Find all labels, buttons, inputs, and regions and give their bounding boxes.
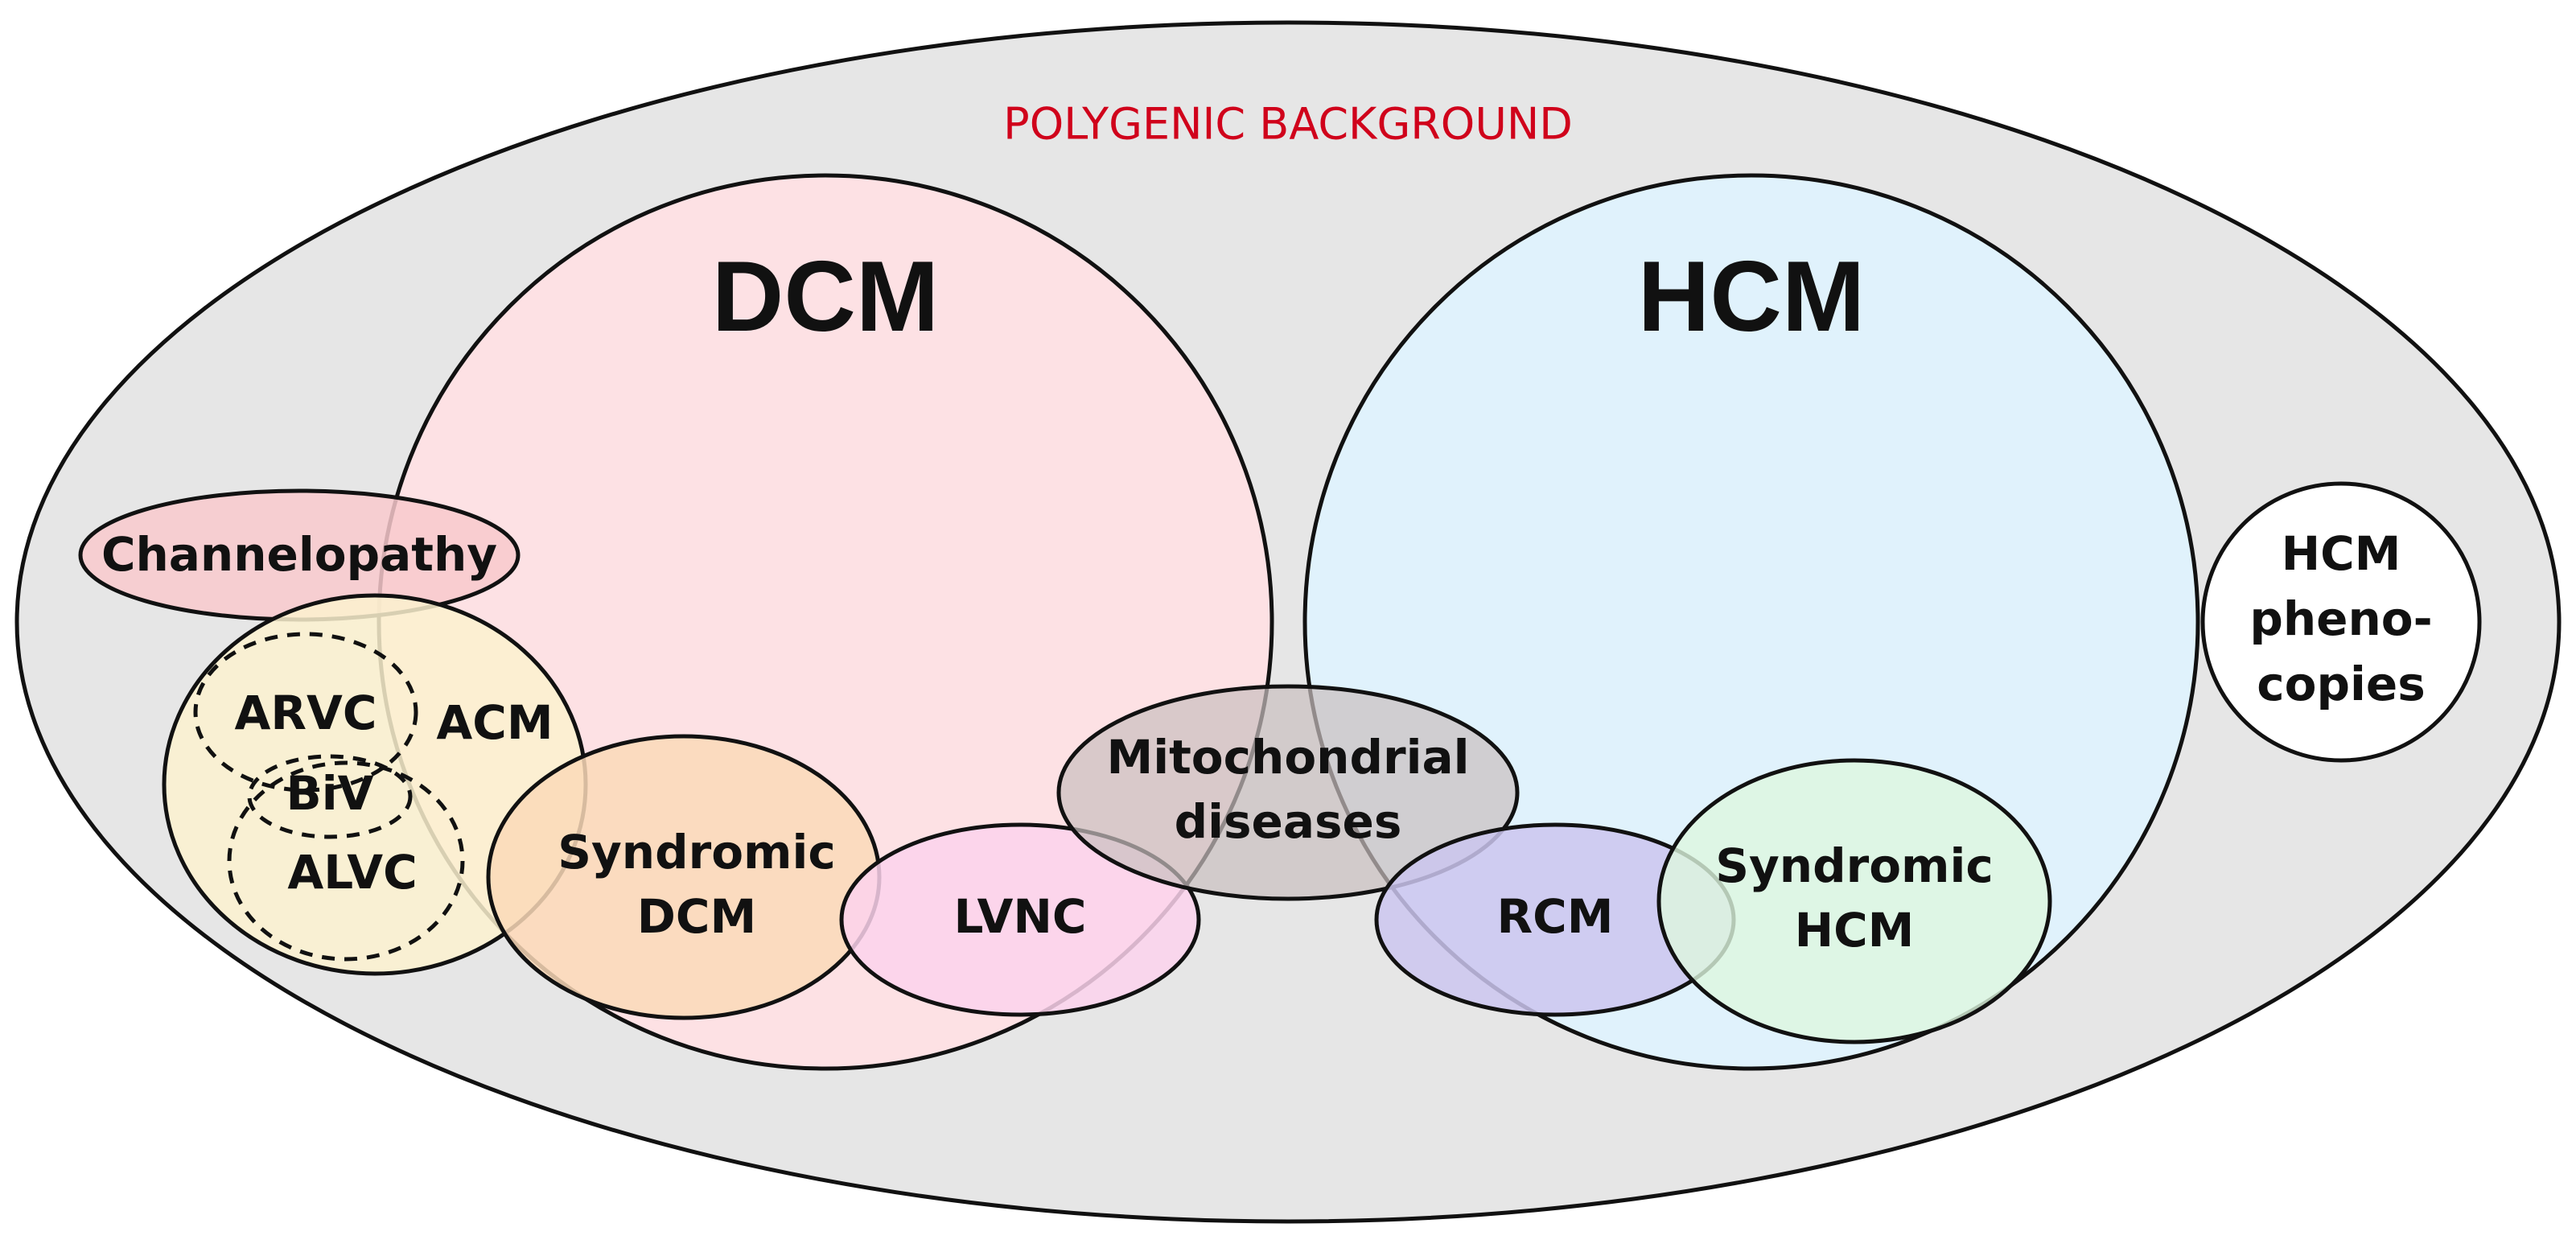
hcm-phenocopies-label-line-3: copies (2257, 657, 2426, 711)
alvc-dashed-ellipse (227, 760, 465, 962)
hcm-phenocopies-label-line-1: HCM (2282, 526, 2401, 581)
hcm-label: HCM (1638, 241, 1865, 352)
biv-label: BiV (286, 766, 374, 821)
channelopathy-label: Channelopathy (101, 527, 497, 582)
syndromic-hcm-ellipse (1656, 758, 2052, 1044)
syndromic-dcm-label-line-2: DCM (637, 889, 756, 944)
rcm-label: RCM (1497, 889, 1614, 944)
dcm-label: DCM (712, 241, 939, 352)
lvnc-label: LVNC (954, 889, 1087, 944)
mitochondrial-label-line-2: diseases (1175, 794, 1402, 849)
syndromic-hcm-label-line-2: HCM (1795, 903, 1915, 958)
arvc-dashed-ellipse (193, 632, 418, 793)
polygenic-background-label: POLYGENIC BACKGROUND (1003, 99, 1573, 150)
biv-dashed-ellipse (247, 754, 413, 839)
mitochondrial-diseases-ellipse (1056, 684, 1520, 901)
alvc-label: ALVC (287, 845, 417, 900)
hcm-phenocopies-circle (2200, 481, 2482, 763)
mitochondrial-label-line-1: Mitochondrial (1106, 730, 1469, 785)
arvc-label: ARVC (234, 686, 377, 740)
hcm-phenocopies-label-line-2: pheno- (2249, 591, 2432, 646)
acm-label: ACM (436, 695, 553, 750)
lvnc-ellipse (839, 822, 1201, 1017)
syndromic-dcm-label-line-1: Syndromic (558, 825, 836, 879)
syndromic-hcm-label-line-1: Syndromic (1715, 838, 1994, 893)
